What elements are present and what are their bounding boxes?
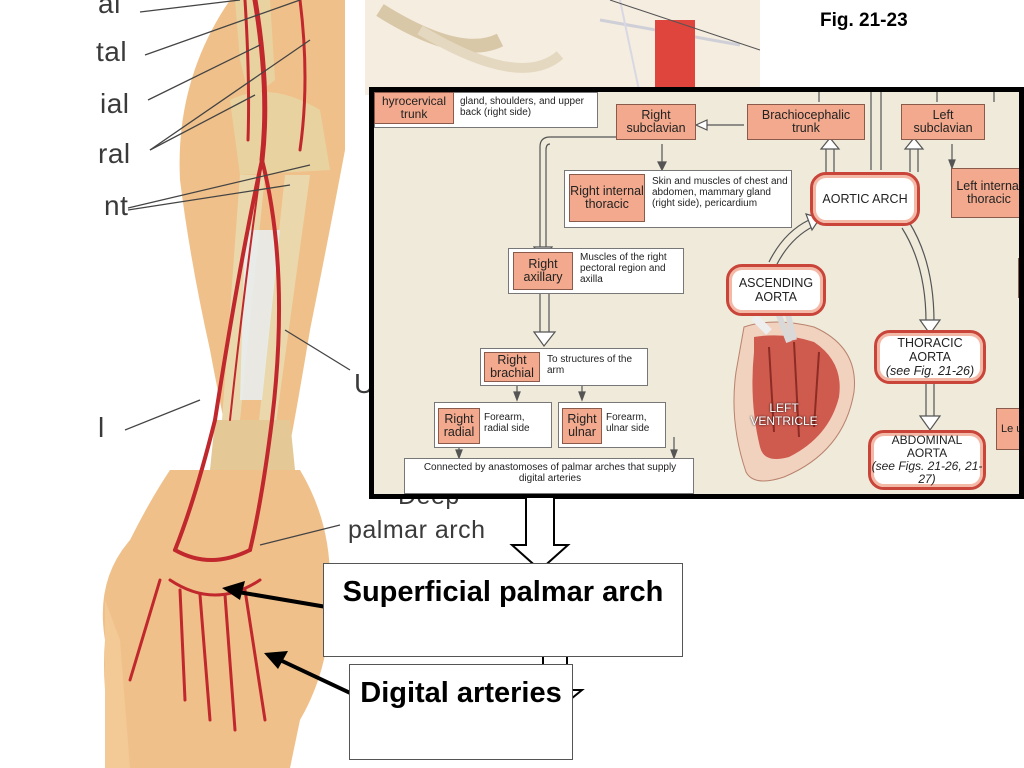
node-left-subclavian: Left subclavian: [901, 104, 985, 140]
caption-superficial-palmar-arch: Superficial palmar arch: [323, 563, 683, 657]
node-right-axillary: Right axillary: [513, 252, 573, 290]
node-brachiocephalic-trunk: Brachiocephalic trunk: [747, 104, 865, 140]
anastomoses-box: [404, 458, 694, 494]
node-left-partial-right-edge-top: [1018, 258, 1019, 298]
anastomoses-text: Connected by anastomoses of palmar arche…: [423, 462, 677, 484]
desc-thyrocervical: gland, shoulders, and upper back (right …: [460, 96, 584, 118]
node-left-internal-thoracic: Left internal thoracic: [951, 168, 1019, 218]
label-partial-6: l: [98, 412, 105, 443]
figure-number: Fig. 21-23: [820, 10, 908, 31]
node-abdominal-aorta: ABDOMINAL AORTA (see Figs. 21-26, 21-27): [868, 430, 986, 490]
node-thyrocervical-trunk: hyrocervical trunk: [374, 92, 454, 124]
caption-digital-arteries: Digital arteries: [349, 664, 573, 760]
node-right-brachial: Right brachial: [484, 352, 540, 382]
node-left-partial: Le uln: [996, 408, 1019, 450]
desc-right-internal-thoracic: Skin and muscles of chest and abdomen, m…: [652, 176, 788, 209]
thoracic-aorta-ref: (see Fig. 21-26): [885, 364, 975, 378]
rib-cage: [365, 0, 761, 96]
node-right-internal-thoracic: Right internal thoracic: [569, 174, 645, 222]
node-ascending-aorta: ASCENDING AORTA: [726, 264, 826, 316]
thoracic-aorta-label: THORACIC AORTA: [897, 336, 963, 364]
label-partial-3: ial: [100, 88, 130, 119]
label-partial-5: nt: [104, 190, 129, 221]
caption-digital-text: Digital arteries: [360, 677, 562, 709]
node-aortic-arch: AORTIC ARCH: [810, 172, 920, 226]
node-right-radial: Right radial: [438, 408, 480, 444]
desc-right-radial: Forearm, radial side: [484, 412, 530, 434]
label-partial-1: al: [98, 0, 121, 19]
desc-right-ulnar: Forearm, ulnar side: [606, 412, 650, 434]
flowchart-inset: hyrocervical trunk gland, shoulders, and…: [369, 87, 1024, 499]
label-deep-palmar-arch: palmar arch: [348, 516, 486, 544]
label-partial-4: ral: [98, 138, 131, 169]
desc-right-axillary: Muscles of the right pectoral region and…: [580, 252, 667, 285]
desc-right-brachial: To structures of the arm: [547, 354, 633, 376]
arteries: [128, 0, 307, 732]
abdominal-aorta-ref: (see Figs. 21-26, 21-27): [871, 459, 983, 486]
abdominal-aorta-label: ABDOMINAL AORTA: [891, 433, 963, 460]
leader-lines: [124, 0, 351, 546]
node-right-ulnar: Right ulnar: [562, 408, 602, 444]
label-left-ventricle: LEFT VENTRICLE: [750, 401, 818, 428]
caption-superficial-text: Superficial palmar arch: [342, 576, 664, 608]
label-partial-2: tal: [96, 36, 128, 67]
heart-illustration: [733, 296, 855, 482]
node-right-subclavian: Right subclavian: [616, 104, 696, 140]
node-thoracic-aorta: THORACIC AORTA (see Fig. 21-26): [874, 330, 986, 384]
